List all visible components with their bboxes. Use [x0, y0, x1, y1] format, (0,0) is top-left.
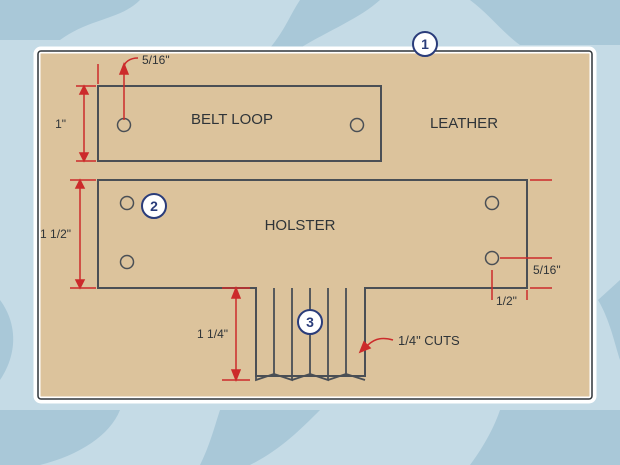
tab-cut-lines: [255, 288, 366, 382]
holster-hole-top-left: [119, 195, 135, 211]
holster-hole-top-right: [484, 195, 500, 211]
callout-1: 1: [412, 31, 438, 57]
label-cuts: 1/4" CUTS: [398, 333, 460, 348]
holster-hole-bottom-left: [119, 254, 135, 270]
label-leather: LEATHER: [430, 115, 498, 132]
belt-loop-piece: [97, 85, 382, 162]
leather-piece: [33, 46, 597, 404]
callout-2: 2: [141, 193, 167, 219]
dim-holster-height: 1 1/2": [40, 227, 71, 241]
label-holster: HOLSTER: [265, 217, 336, 234]
callout-3: 3: [297, 309, 323, 335]
dim-holster-hole-offset: 5/16": [533, 263, 561, 277]
holster-piece: [97, 179, 528, 377]
dimension-lines: [70, 57, 552, 383]
label-belt-loop: BELT LOOP: [191, 111, 273, 128]
dim-holster-hole-inset: 1/2": [496, 294, 517, 308]
holster-hole-bottom-right: [484, 250, 500, 266]
svg-text:2: 2: [150, 198, 158, 214]
svg-text:3: 3: [306, 314, 314, 330]
dim-belt-loop-height: 1": [55, 117, 66, 131]
belt-loop-hole-right: [349, 117, 365, 133]
dim-belt-loop-hole-offset: 5/16": [142, 53, 170, 67]
svg-text:1: 1: [421, 36, 429, 52]
dim-tab-length: 1 1/4": [197, 327, 228, 341]
